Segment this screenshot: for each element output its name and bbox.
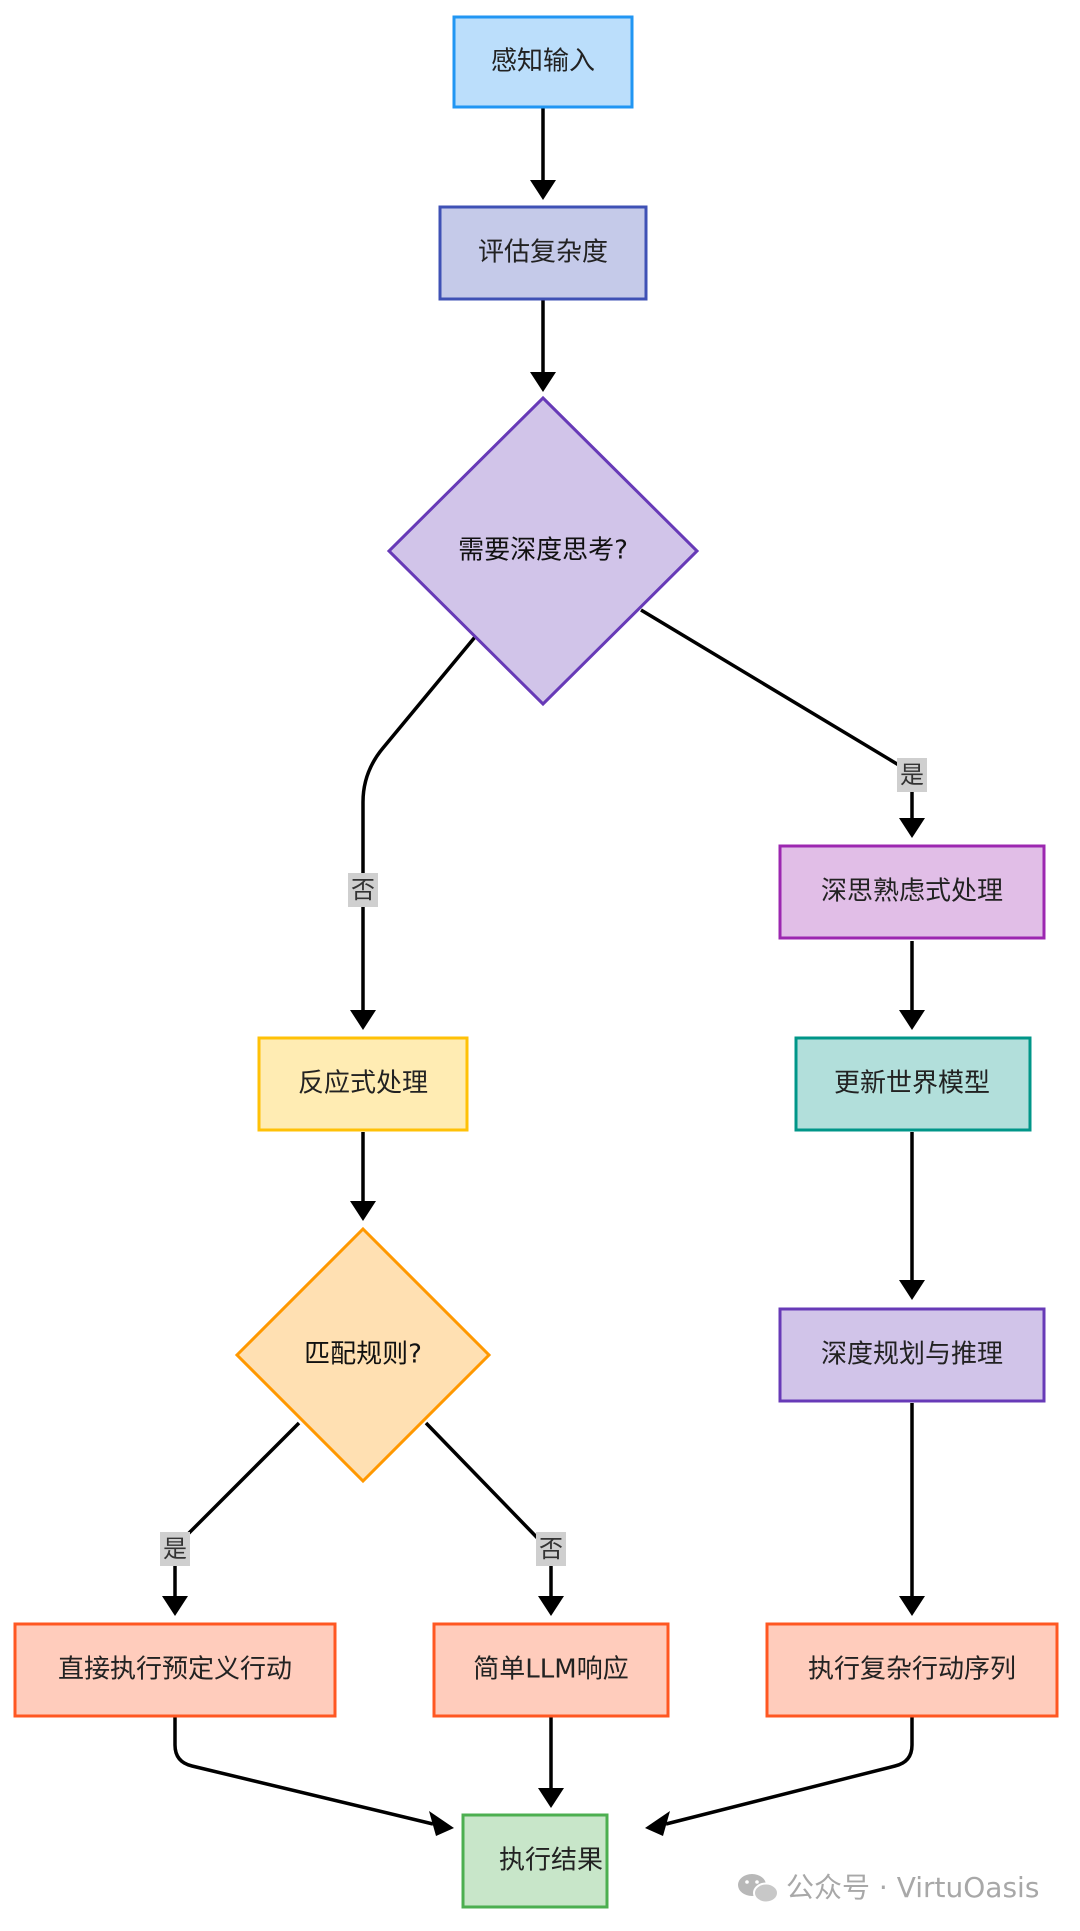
decision-label: 需要深度思考? <box>458 536 628 566</box>
node-reactive-processing: 反应式处理 <box>257 1036 469 1132</box>
node-update-world-model: 更新世界模型 <box>794 1036 1032 1132</box>
node-simple-llm: 简单LLM响应 <box>432 1622 670 1718</box>
label-bg-rule-no <box>536 1532 566 1566</box>
node-assess-complexity: 评估复杂度 <box>438 205 648 301</box>
edges <box>162 107 925 1836</box>
arrowhead <box>530 180 556 200</box>
edge-complex-to-result <box>665 1712 914 1826</box>
decision-match-rule: 匹配规则? <box>234 1226 492 1484</box>
arrowhead <box>162 1596 188 1616</box>
node-deep-planning: 深度规划与推理 <box>778 1307 1046 1403</box>
nodes: 感知输入 评估复杂度 需要深度思考? 深思熟虑式处理 更新世界模型 深度规划与推… <box>13 15 1059 1909</box>
arrowhead <box>538 1788 564 1808</box>
node-box <box>452 15 634 109</box>
edge-labels: 是 否 是 否 <box>160 758 927 1566</box>
decision-diamond <box>386 395 700 707</box>
edge-label-rule-no: 否 <box>539 1535 563 1563</box>
node-box <box>461 1813 609 1909</box>
node-label: 执行复杂行动序列 <box>808 1655 1016 1685</box>
arrowhead <box>429 1811 454 1836</box>
node-label: 反应式处理 <box>298 1069 428 1099</box>
node-perception-input: 感知输入 <box>452 15 634 109</box>
arrowhead <box>350 1010 376 1030</box>
wechat-icon <box>738 1874 779 1904</box>
edge-decision-yes <box>640 608 914 820</box>
node-box <box>13 1622 337 1718</box>
node-deliberative-processing: 深思熟虑式处理 <box>778 844 1046 940</box>
edge-label-deep-no: 否 <box>351 876 375 904</box>
decision-need-deep-thinking: 需要深度思考? <box>386 395 700 707</box>
node-label: 执行结果 <box>499 1846 603 1876</box>
node-execute-predefined: 直接执行预定义行动 <box>13 1622 337 1718</box>
node-label: 评估复杂度 <box>478 238 608 268</box>
decision-diamond <box>234 1226 492 1484</box>
node-label: 感知输入 <box>491 47 595 77</box>
arrowhead <box>899 818 925 838</box>
label-bg-rule-yes <box>160 1532 190 1566</box>
arrowhead <box>899 1280 925 1300</box>
node-label: 更新世界模型 <box>834 1069 990 1099</box>
watermark: 公众号 · VirtuOasis <box>738 1871 1039 1904</box>
arrowhead <box>530 372 556 392</box>
arrowhead <box>538 1596 564 1616</box>
node-box <box>778 844 1046 940</box>
node-execution-result: 执行结果 <box>461 1813 609 1909</box>
arrowhead <box>645 1811 670 1836</box>
arrowhead <box>350 1201 376 1221</box>
node-execute-complex: 执行复杂行动序列 <box>765 1622 1059 1718</box>
arrowhead <box>899 1010 925 1030</box>
node-label: 直接执行预定义行动 <box>58 1655 292 1685</box>
arrowhead <box>899 1596 925 1616</box>
label-bg-deep-no <box>348 873 378 907</box>
decision-label: 匹配规则? <box>304 1340 422 1370</box>
watermark-text: 公众号 · VirtuOasis <box>786 1871 1039 1904</box>
node-box <box>765 1622 1059 1718</box>
node-box <box>257 1036 469 1132</box>
node-label: 简单LLM响应 <box>473 1655 628 1685</box>
node-label: 深思熟虑式处理 <box>821 877 1003 907</box>
node-box <box>432 1622 670 1718</box>
node-box <box>438 205 648 301</box>
edge-decision-no <box>361 635 477 1012</box>
edge-label-deep-yes: 是 <box>900 761 924 789</box>
node-label: 深度规划与推理 <box>821 1340 1003 1370</box>
label-bg-deep-yes <box>897 758 927 792</box>
edge-rule-no <box>424 1421 553 1598</box>
edge-predefined-to-result <box>173 1712 434 1826</box>
edge-label-rule-yes: 是 <box>163 1535 187 1563</box>
edge-rule-yes <box>173 1421 301 1598</box>
node-box <box>778 1307 1046 1403</box>
node-box <box>794 1036 1032 1132</box>
